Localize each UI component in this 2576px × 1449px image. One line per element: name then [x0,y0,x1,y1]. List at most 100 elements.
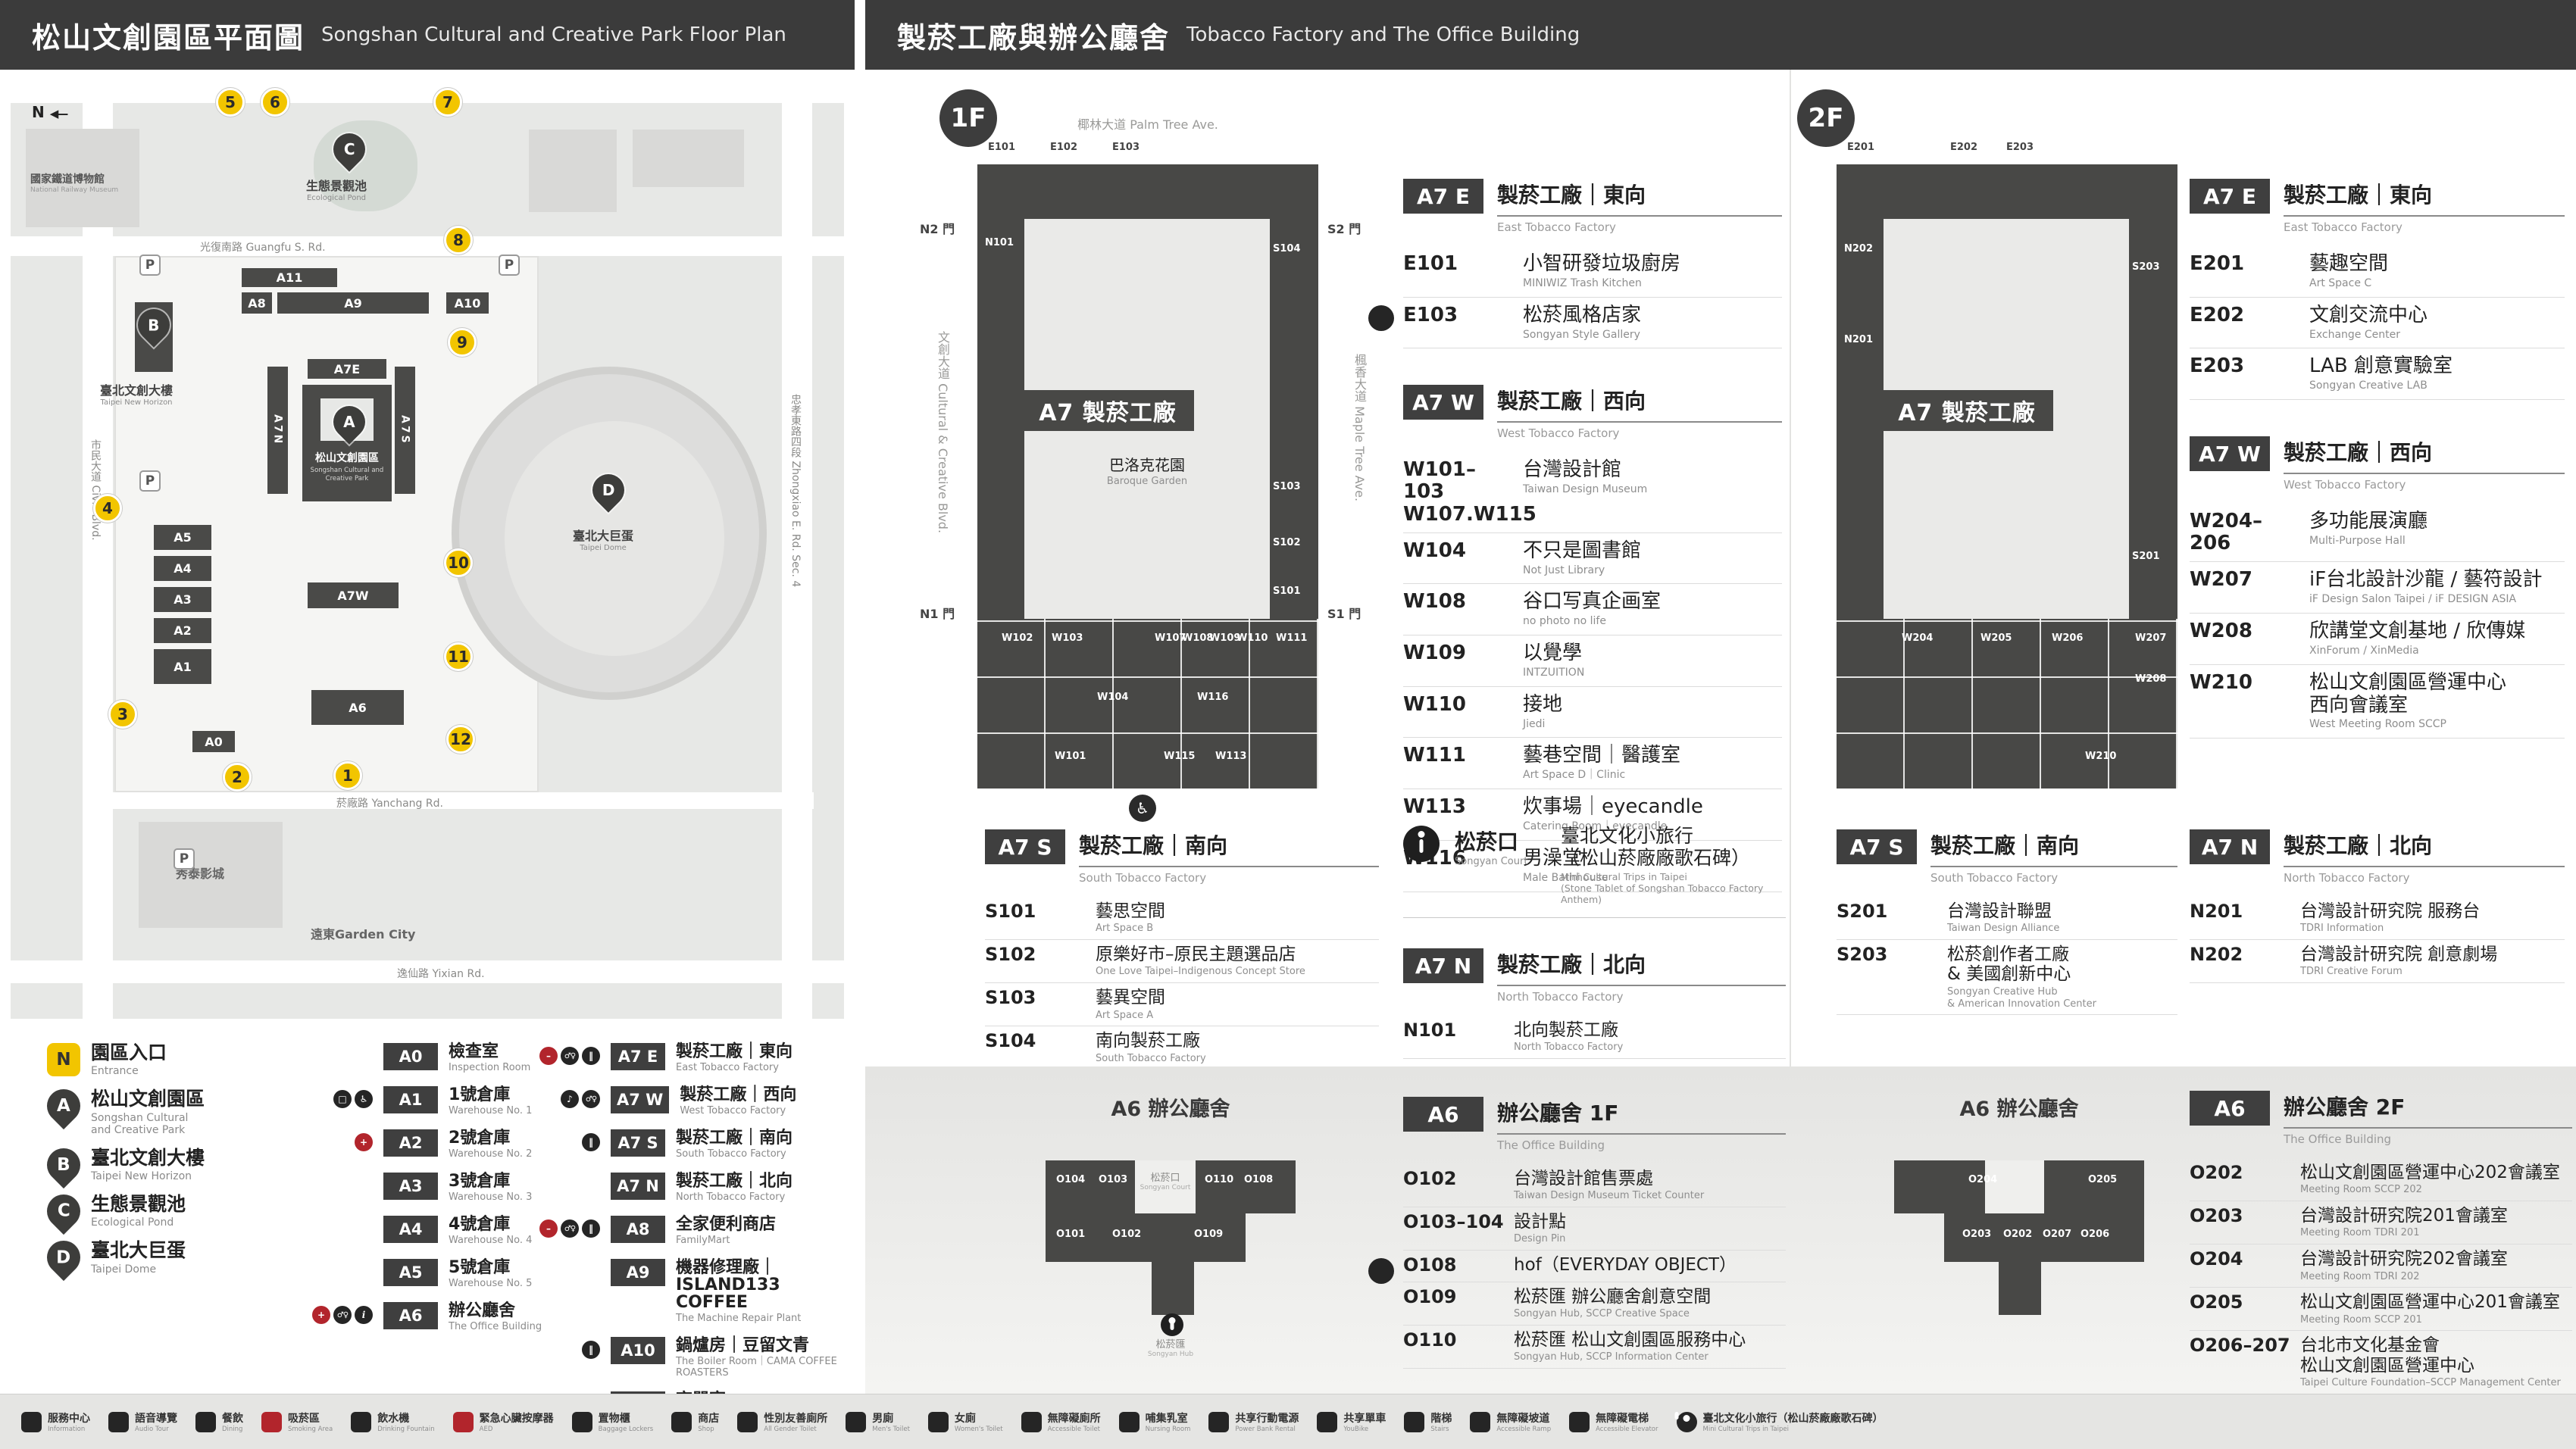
section-2f-east: A7 E 製菸工廠｜東向 East Tobacco Factory E201 藝… [2190,179,2565,401]
section-header: A7 N 製菸工廠｜北向 North Tobacco Factory [2190,829,2565,885]
taipei-dome-shape [452,367,767,700]
directory-1f-east-west: A7 E 製菸工廠｜東向 East Tobacco Factory E101 小… [1368,179,1782,929]
section-header: A7 W 製菸工廠｜西向 West Tobacco Factory [2190,436,2565,492]
facility-en: Smoking Area [288,1426,333,1433]
row-en: Taiwan Design Museum Ticket Counter [1514,1190,1705,1202]
map-building-block: A7W [308,582,399,608]
section-2f-south: A7 S 製菸工廠｜南向 South Tobacco Factory S201 … [1837,829,2177,1016]
facility-text: 男廁 Men's Toilet [872,1410,910,1433]
directory-office-1f: A6 辦公廳舍 1F The Office Building O102 台灣設計… [1368,1097,1786,1376]
legend-badge: N [47,1043,80,1076]
section-title: 製菸工廠｜東向 East Tobacco Factory [1497,179,1782,234]
section-2f-north: A7 N 製菸工廠｜北向 North Tobacco Factory N201 … [2190,829,2565,984]
legend-icon-zone [535,1129,600,1152]
directory-row: S101 藝思空間 Art Space B [985,897,1379,941]
room-code: O109 [1403,1285,1457,1307]
facility-en: Drinking Fountain [377,1426,435,1433]
entrance-marker: 4 [93,494,122,523]
road-label: 忠孝東路四段 Zhongxiao E. Rd. Sec. 4 [789,394,802,588]
row-text: 藝思空間 Art Space B [1096,901,1379,935]
room-code: S103 [985,987,1036,1009]
room-label: N202 [1844,243,1874,255]
legend-en: Songshan Cultural and Creative Park [91,1111,189,1136]
court-description: 臺北文化小旅行 （松山菸廠廠歌石碑） Mini Cultural Trips i… [1561,825,1786,904]
facility-mini-icon [355,1306,373,1325]
row-text: 以覺學 INTZUITION [1523,642,1782,679]
facility-icon [927,1411,949,1432]
legend-text: 製菸工廠｜東向 East Tobacco Factory [676,1043,792,1074]
room-label: W107 [1155,632,1186,644]
pedestrian-icon [1161,1313,1183,1336]
section-en: East Tobacco Factory [2284,220,2402,234]
room-code: E203 [2190,354,2245,378]
facility-zh: 共享單車 [1343,1413,1386,1425]
row-en: iF Design Salon Taipei / iF DESIGN ASIA [2309,593,2517,606]
facility-icon [21,1411,42,1432]
legend-en: South Tobacco Factory [676,1148,786,1160]
room-label: O203 [1962,1229,1992,1240]
entrance-marker: 1 [333,761,362,790]
room-grid-lines [1837,619,2177,789]
row-zh: 台灣設計館 [1523,458,1622,482]
facility-text: 緊急心臟按摩器 AED [480,1410,554,1433]
room-label: O206 [2080,1229,2110,1240]
facility-en: Men's Toilet [872,1426,910,1433]
legend-text: 製菸工廠｜南向 South Tobacco Factory [676,1129,792,1160]
north-arrow-glyph: ◀— [49,107,69,120]
row-zh: 多功能展演廳 [2309,510,2428,533]
office-wing-bottom [1046,1213,1246,1262]
legend-building-row: A7 E 製菸工廠｜東向 East Tobacco Factory [535,1043,853,1074]
row-zh: 台灣設計研究院 服務台 [2300,901,2481,921]
section-header: A7 N 製菸工廠｜北向 North Tobacco Factory [1403,948,1786,1004]
facility-mini-icon [582,1090,600,1109]
directory-row: W104 不只是圖書館 Not Just Library [1403,533,1782,585]
facility-item: 性別友善廁所 All Gender Toilet [737,1410,827,1433]
section-title: 辦公廳舍 1F The Office Building [1497,1097,1786,1152]
room-label: O104 [1056,1174,1086,1185]
building-code-box: A3 [383,1173,438,1201]
legend-icon-zone [535,1043,600,1065]
row-en: Art Space D｜Clinic [1523,769,1626,782]
row-en: Meeting Room SCCP 202 [2300,1184,2422,1196]
facility-zh: 飲水機 [377,1413,410,1425]
facility-mini-icon [355,1090,373,1109]
place-label: 秀泰影城 [176,867,225,881]
facility-mini-icon [582,1133,600,1152]
room-label: O103 [1099,1174,1128,1185]
gate-label: N1 門 [920,607,955,621]
row-en: Art Space C [2309,276,2372,289]
legend-text: 製菸工廠｜北向 North Tobacco Factory [676,1173,792,1204]
map-building-block: A5 [154,525,211,550]
caption-en: Taipei New Horizon [100,398,173,407]
legend-text: 臺北大巨蛋 Taipei Dome [91,1241,186,1276]
room-code: N201 [2190,901,2243,922]
room-code: W204–206 [2190,510,2262,555]
row-zh: 藝異空間 [1096,988,1165,1008]
row-text: 小智研發垃圾廚房 MINIWIZ Trash Kitchen [1523,252,1782,290]
legend-building-row: A4 4號倉庫 Warehouse No. 4 [318,1216,546,1247]
sccp-central-block: 松山文創園區 Songshan Cultural and Creative Pa… [302,385,392,501]
directory-row: S203 松菸創作者工廠 & 美國創新中心 Songyan Creative H… [1837,940,2177,1016]
street-label: 文創大道 Cultural & Creative Blvd. [936,331,950,534]
directory-row: E101 小智研發垃圾廚房 MINIWIZ Trash Kitchen [1403,246,1782,298]
map-building-block: A7N [267,367,288,494]
directory-row: W101–103 W107.W115 台灣設計館 Taiwan Design M… [1403,452,1782,533]
legend-building-row: A7 N 製菸工廠｜北向 North Tobacco Factory [535,1173,853,1204]
caption-zh: 臺北文創大樓 [100,383,174,398]
legend-en: North Tobacco Factory [676,1191,786,1204]
legend-zh: 辦公廳舍 [449,1301,516,1321]
caption-zh: 臺北大巨蛋 [573,529,634,543]
facility-item: 商店 Shop [671,1410,719,1433]
facility-en: Accessible Toilet [1047,1426,1101,1433]
parking-icon: P [139,255,161,276]
directory-row: W207 iF台北設計沙龍 / 藝符設計 iF Design Salon Tai… [2190,562,2565,614]
section-rows: S201 台灣設計聯盟 Taiwan Design Alliance S203 … [1837,897,2177,1016]
legend-icon-zone [535,1337,600,1360]
facility-item: 無障礙廁所 Accessible Toilet [1021,1410,1101,1433]
row-text: 谷口写真企画室 no photo no life [1523,590,1782,628]
section-zh: 辦公廳舍 2F [2284,1091,2572,1129]
legend-zh: 製菸工廠｜南向 [676,1129,793,1148]
directory-row: O204 台灣設計研究院202會議室 Meeting Room TDRI 202 [2190,1244,2572,1288]
room-code: O103–104 [1403,1211,1504,1233]
facility-text: 語音導覽 Audio Tour [135,1410,177,1433]
